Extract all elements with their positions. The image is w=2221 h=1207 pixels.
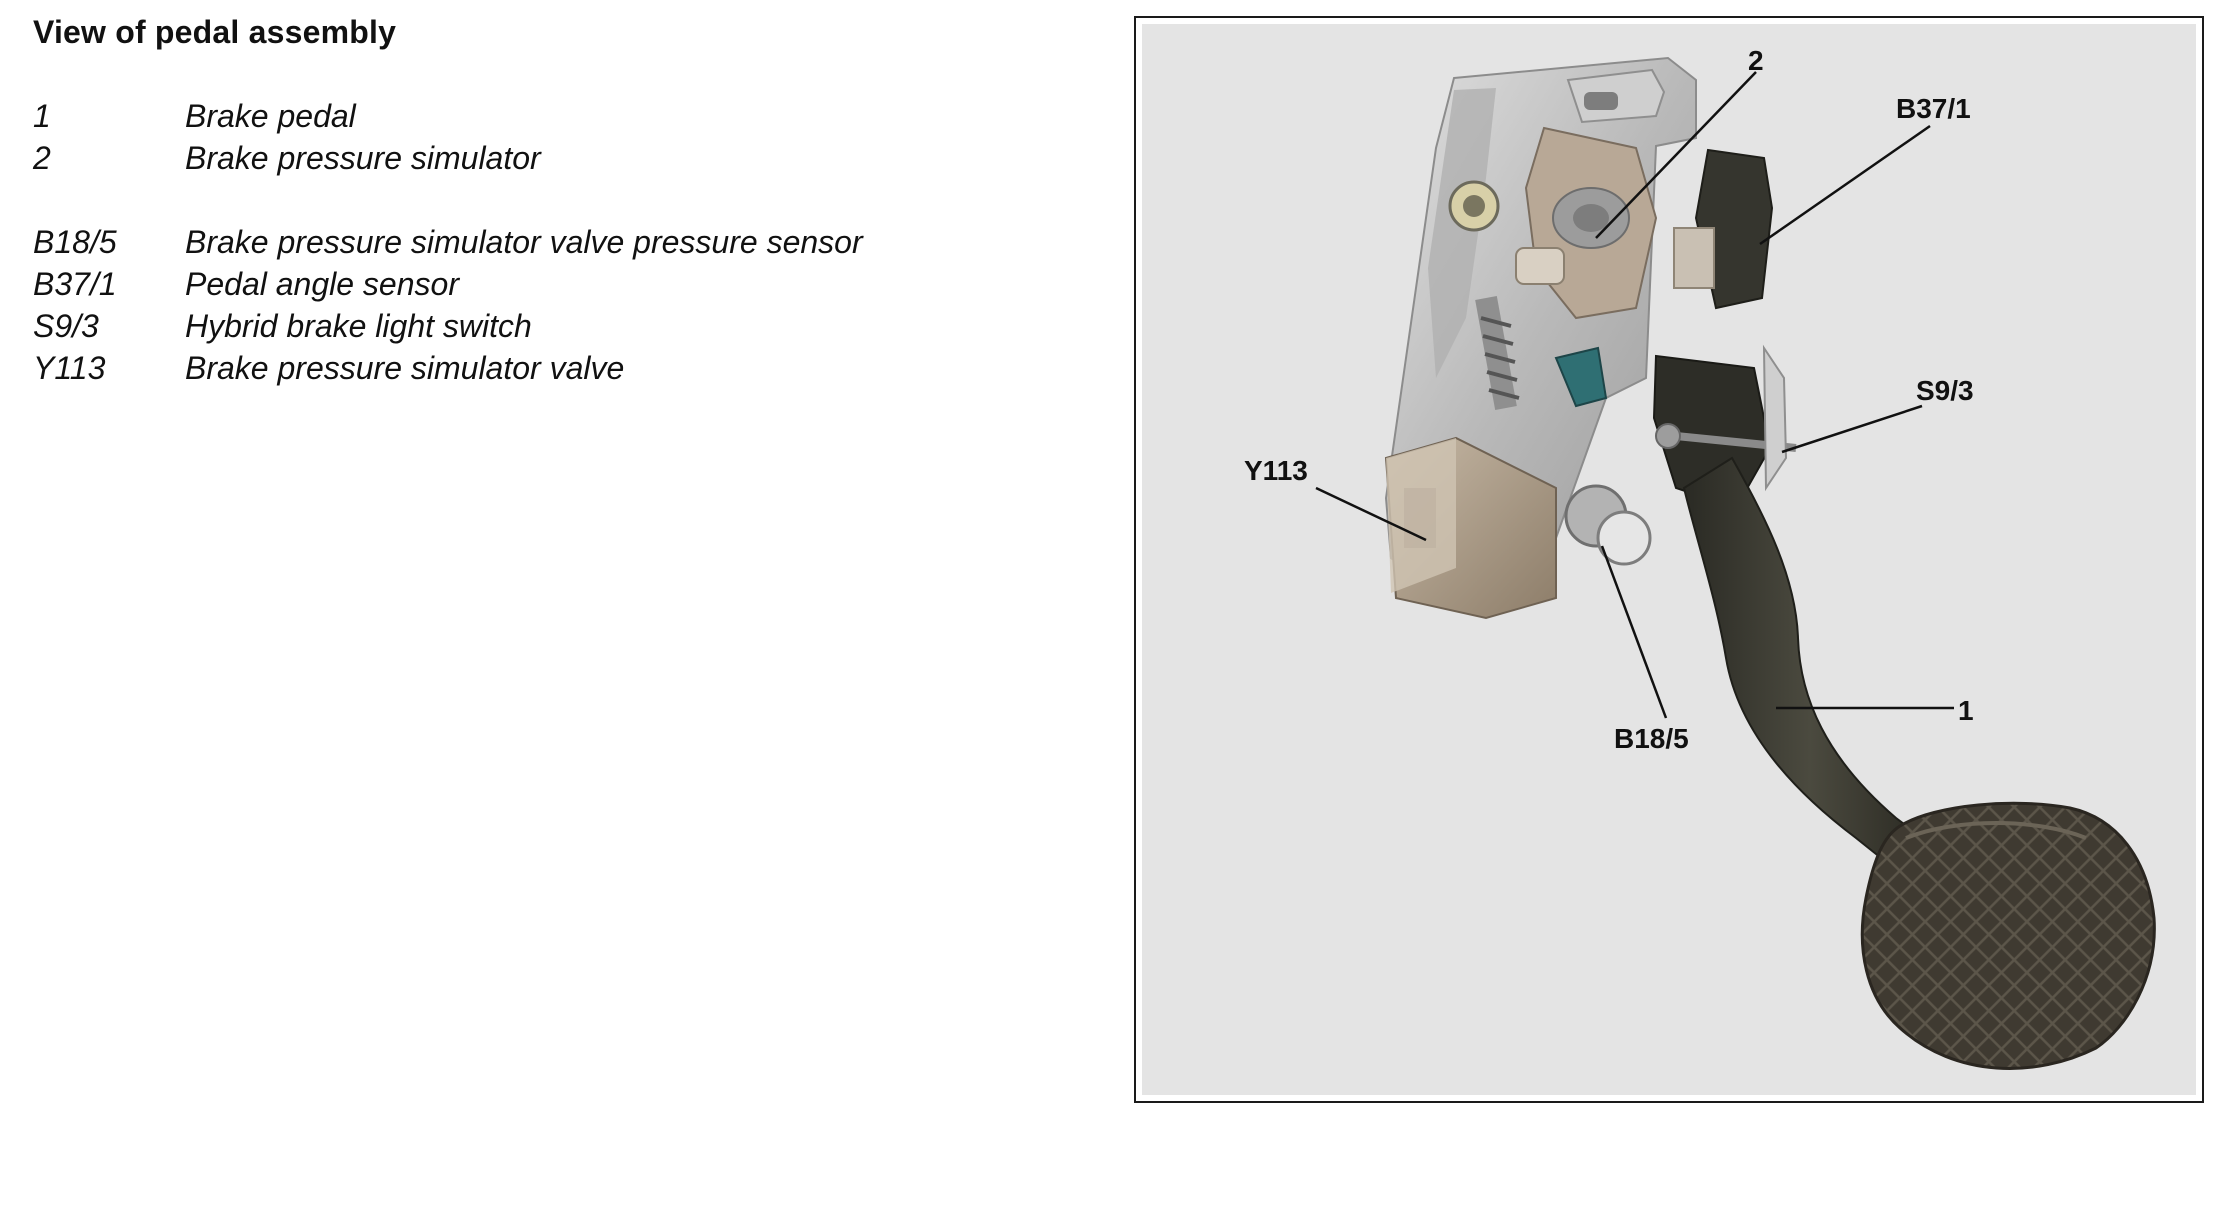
callout-leaders [1315, 71, 1954, 719]
legend-code: B37/1 [33, 266, 117, 302]
legend-description: Hybrid brake light switch [185, 308, 532, 344]
legend-item: S9/3 Hybrid brake light switch [33, 305, 863, 347]
legend-list: 1 Brake pedal 2 Brake pressure simulator… [33, 95, 863, 389]
leader-line-s9-3 [1781, 404, 1923, 454]
legend-item: Y113 Brake pressure simulator valve [33, 347, 863, 389]
legend-code: Y113 [33, 350, 106, 386]
callout-label-1: 1 [1958, 695, 1974, 726]
brake-pressure-simulator-valve [1384, 296, 1608, 620]
page-title: View of pedal assembly [33, 14, 397, 50]
legend-code: B18/5 [33, 224, 117, 260]
legend-item: 1 Brake pedal [33, 95, 863, 137]
leader-line-b37-1 [1759, 124, 1931, 246]
callout-label-s9-3: S9/3 [1916, 375, 1974, 406]
pedal-angle-sensor [1673, 148, 1774, 310]
pedal-assembly-figure: 2 B37/1 S9/3 Y113 B18/5 1 [1142, 24, 2196, 1095]
leader-line-b18-5 [1600, 545, 1668, 719]
legend-code: S9/3 [33, 308, 99, 344]
legend-item: B37/1 Pedal angle sensor [33, 263, 863, 305]
legend-description: Pedal angle sensor [185, 266, 459, 302]
legend-item: B18/5 Brake pressure simulator valve pre… [33, 221, 863, 263]
callout-label-b37-1: B37/1 [1896, 93, 1971, 124]
figure-frame: 2 B37/1 S9/3 Y113 B18/5 1 [1134, 16, 2204, 1103]
legend-code: 2 [33, 140, 51, 176]
legend-item: 2 Brake pressure simulator [33, 137, 863, 179]
legend-description: Brake pressure simulator [185, 140, 541, 176]
pressure-sensor [1564, 484, 1652, 566]
legend-code: 1 [33, 98, 51, 134]
callout-label-y113: Y113 [1244, 455, 1308, 486]
legend-description: Brake pedal [185, 98, 356, 134]
legend-description: Brake pressure simulator valve [185, 350, 625, 386]
callout-label-2: 2 [1748, 45, 1764, 76]
brake-pedal [1682, 456, 2156, 1070]
legend-description: Brake pressure simulator valve pressure … [185, 224, 863, 260]
pedal-pivot [1652, 344, 1797, 510]
brake-pressure-simulator [1515, 126, 1658, 320]
callout-label-b18-5: B18/5 [1614, 723, 1689, 754]
leader-line-y113 [1315, 486, 1427, 542]
leader-line-2 [1595, 71, 1757, 239]
